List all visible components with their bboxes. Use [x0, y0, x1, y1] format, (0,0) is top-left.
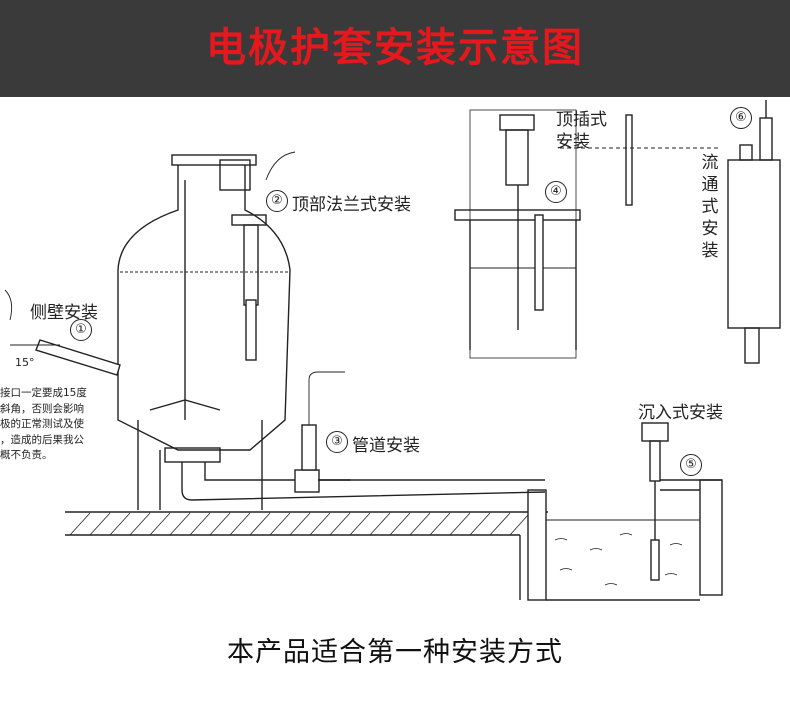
angle-label: 15° — [15, 356, 35, 369]
diagram-drawing — [4, 100, 781, 601]
tank-icon — [117, 154, 291, 510]
marker-5: ⑤ — [680, 454, 702, 476]
title-banner: 电极护套安装示意图 — [0, 0, 790, 97]
ground-icon — [65, 511, 548, 600]
pipeline-probe-icon — [301, 371, 345, 471]
side-electrode-icon — [4, 289, 121, 376]
reactor-icon — [454, 109, 720, 359]
marker-3: ③ — [326, 431, 348, 453]
flow-through-label: 流通式安装 — [701, 153, 719, 261]
flow-cell-icon — [727, 100, 781, 364]
marker-1: ① — [70, 319, 92, 341]
top-flange-label: 顶部法兰式安装 — [292, 195, 411, 215]
note-text: 接口一定要成15度 斜角，否则会影响 极的正常测试及使 ，造成的后果我公 概不负… — [0, 387, 87, 461]
footer-text: 本产品适合第一种安装方式 — [227, 637, 563, 668]
top-flange-electrode-icon — [231, 151, 296, 361]
top-insert-label: 顶插式安装 — [556, 110, 607, 152]
immersion-probe-icon — [641, 422, 669, 581]
pipe-icon — [181, 462, 546, 501]
water-pool-icon — [527, 479, 723, 601]
immersion-label: 沉入式安装 — [638, 403, 723, 423]
marker-4: ④ — [545, 181, 567, 203]
marker-6: ⑥ — [730, 107, 752, 129]
side-wall-label: 侧壁安装 — [30, 303, 98, 323]
page-title: 电极护套安装示意图 — [206, 25, 584, 71]
marker-2: ② — [266, 190, 288, 212]
pipeline-label: 管道安装 — [352, 436, 420, 456]
installation-diagram: 侧壁安装 ① 15° 接口一定要成15度 斜角，否则会影响 极的正常测试及使 ，… — [0, 97, 790, 617]
